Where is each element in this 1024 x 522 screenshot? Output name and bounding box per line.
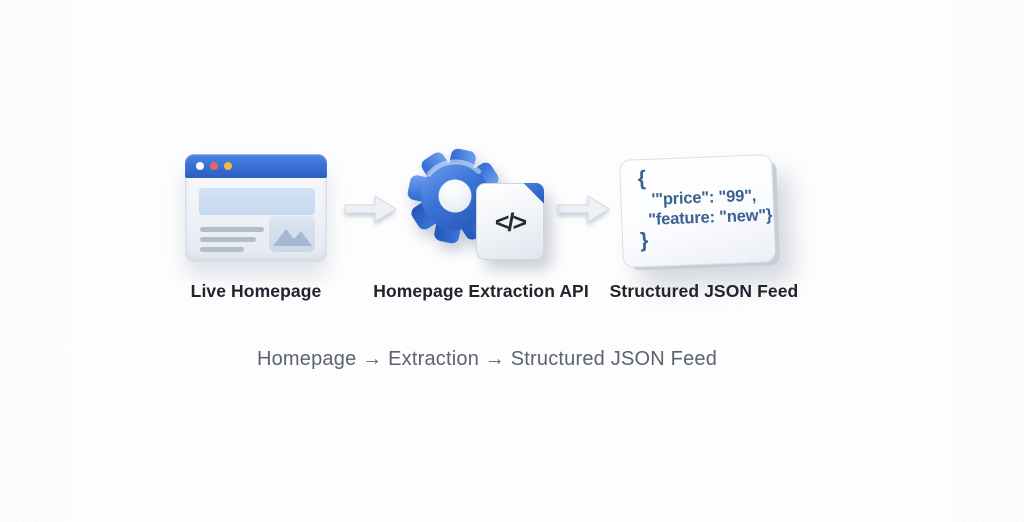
browser-titlebar: [185, 154, 327, 178]
node-label-live-homepage: Live Homepage: [190, 281, 322, 301]
node-label-homepage-extraction-api: Homepage Extraction API: [373, 281, 589, 301]
text-line-placeholder: [200, 247, 244, 252]
right-arrow-icon: [557, 195, 610, 223]
image-placeholder: [269, 216, 315, 252]
json-card-icon: { '"price": "99", "feature: "new"} }: [618, 154, 777, 268]
flow-caption: Homepage → Extraction → Structured JSON …: [256, 348, 718, 370]
window-dot-yellow: [224, 162, 232, 170]
window-dot-white: [196, 162, 204, 170]
text-line-placeholder: [200, 227, 264, 232]
folded-corner-icon: [523, 183, 544, 204]
text-line-placeholder: [200, 237, 256, 242]
node-label-structured-json-feed: Structured JSON Feed: [609, 281, 799, 301]
mountains-icon: [273, 229, 312, 246]
right-arrow-icon: [344, 195, 397, 223]
code-document-icon: </>: [476, 183, 544, 260]
code-glyph: </>: [494, 208, 527, 237]
hero-banner-placeholder: [199, 188, 315, 215]
browser-window-icon: [185, 154, 327, 262]
window-dot-red: [210, 162, 218, 170]
grain-texture-right: [954, 0, 1024, 522]
gear-icon: [407, 148, 503, 244]
grain-texture-left: [0, 0, 70, 522]
